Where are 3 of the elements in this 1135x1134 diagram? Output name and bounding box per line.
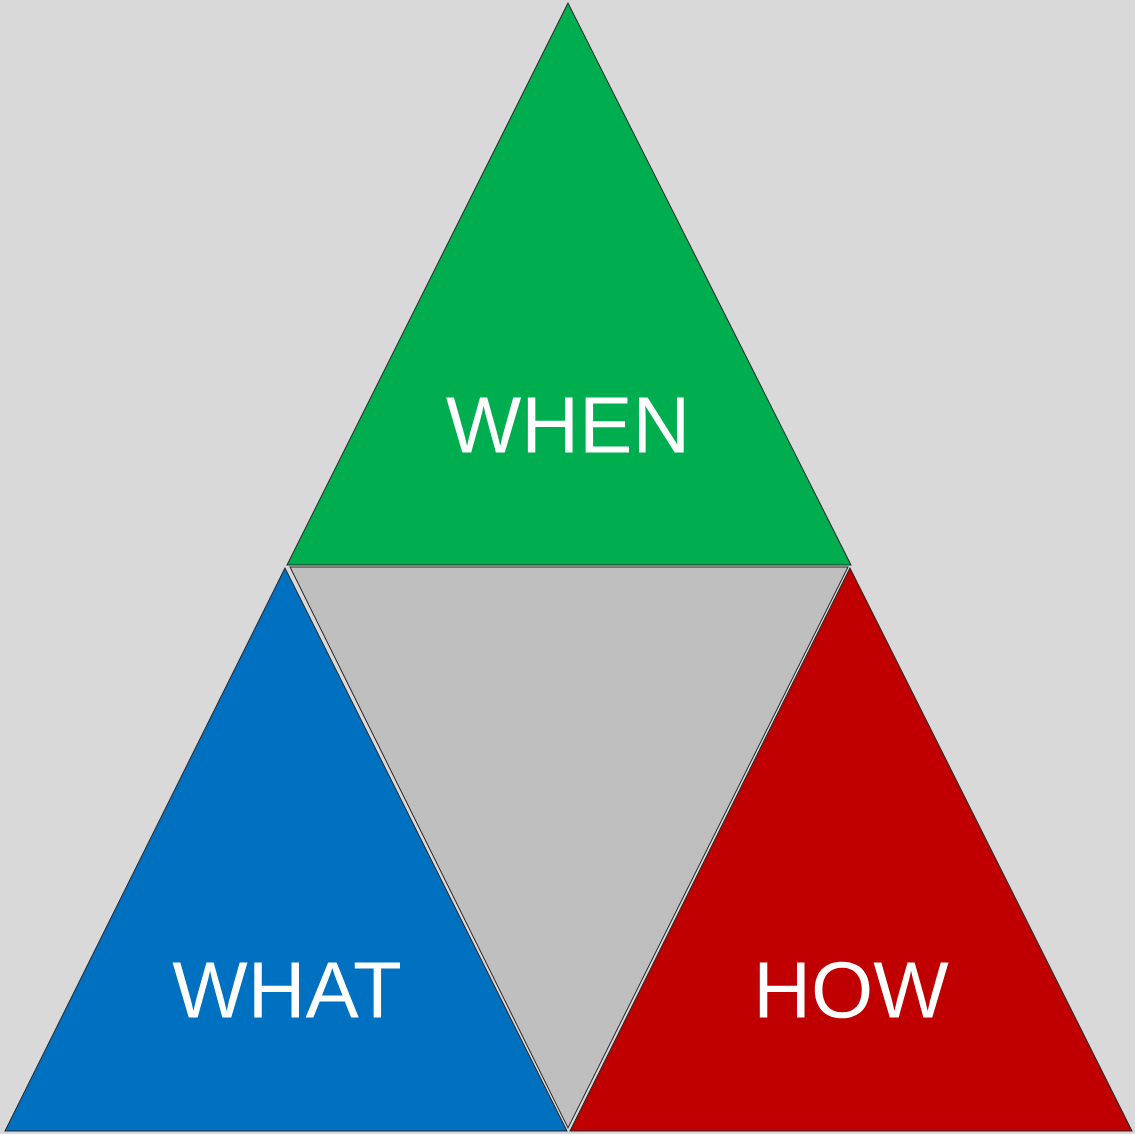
triangle: WHEN [286, 2, 852, 566]
triangle: HOW [569, 567, 1133, 1132]
triangle: WHAT [4, 567, 568, 1132]
